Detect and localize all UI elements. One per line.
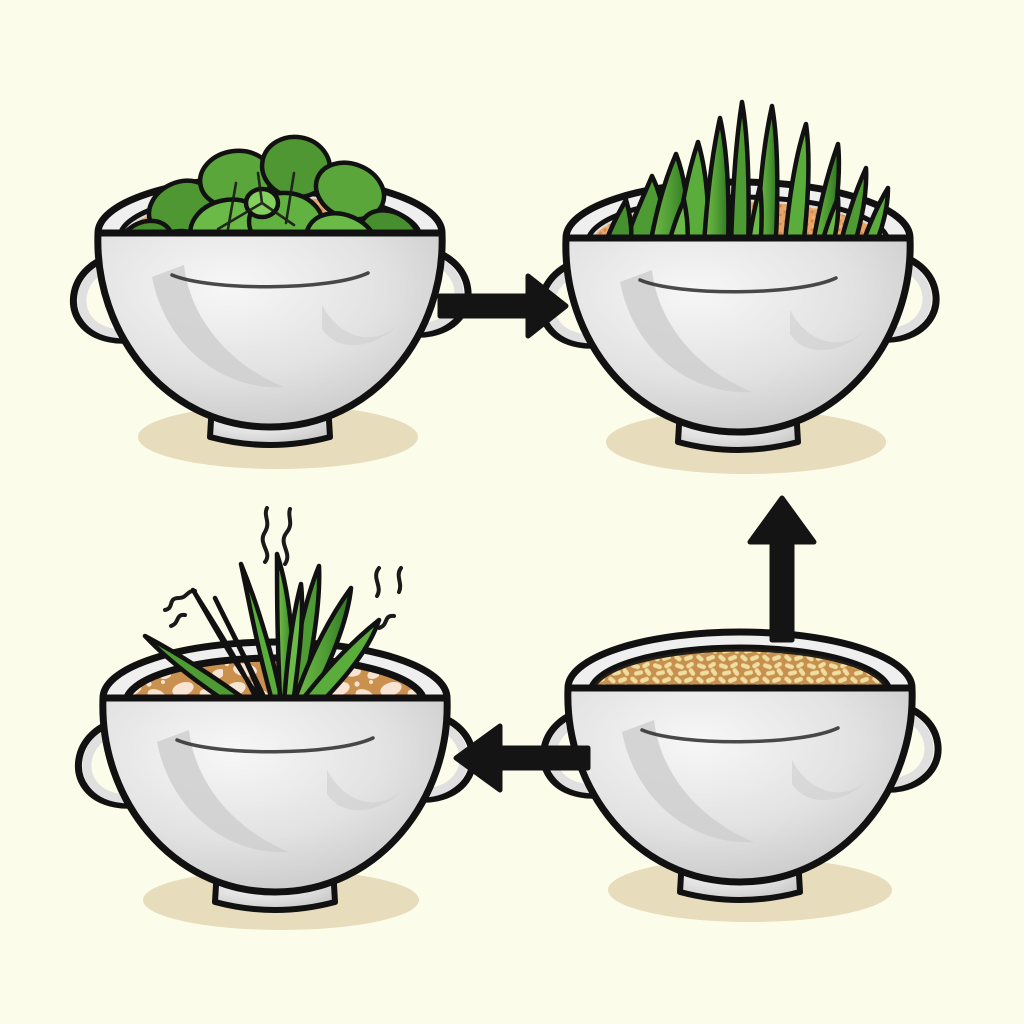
- arrow-up-right[interactable]: [747, 495, 817, 643]
- node-stage-4[interactable]: [78, 506, 473, 930]
- node-stage-1[interactable]: [73, 132, 468, 469]
- arrow-3-label: arrow pointing left: [2, 97, 129, 114]
- steam-wisps: [163, 506, 403, 630]
- arrow-left-bottom[interactable]: [453, 723, 591, 793]
- node-stage-2[interactable]: [541, 99, 936, 474]
- node-stage-3[interactable]: [543, 632, 938, 922]
- arrow-right-top[interactable]: [437, 273, 569, 339]
